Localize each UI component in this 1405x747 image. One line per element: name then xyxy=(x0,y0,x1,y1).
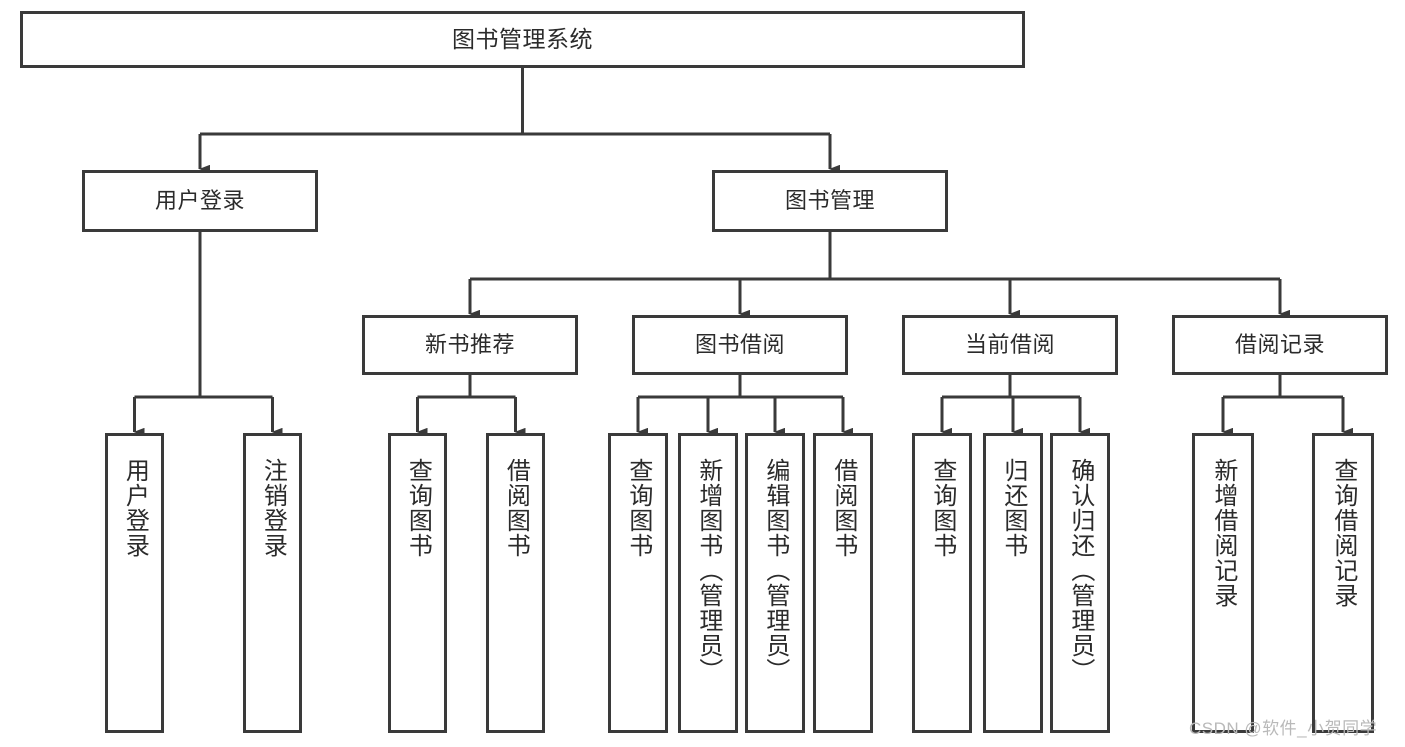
node-leaf-borrow-book-1[interactable]: 借阅图书 xyxy=(486,433,545,733)
node-label: 查询借阅记录 xyxy=(1329,458,1357,608)
node-label: 当前借阅 xyxy=(964,332,1055,358)
node-root[interactable]: 图书管理系统 xyxy=(20,11,1025,68)
node-leaf-logout[interactable]: 注销登录 xyxy=(243,433,302,733)
node-label: 编辑图书（管理员） xyxy=(761,458,789,683)
node-label: 图书借阅 xyxy=(694,332,785,358)
node-leaf-confirm-return[interactable]: 确认归还（管理员） xyxy=(1050,433,1110,733)
node-label: 借阅图书 xyxy=(829,458,857,558)
node-label: 借阅图书 xyxy=(502,458,530,558)
node-book-borrow[interactable]: 图书借阅 xyxy=(632,315,848,375)
node-label: 确认归还（管理员） xyxy=(1066,458,1094,683)
node-label: 用户登录 xyxy=(121,458,149,558)
node-leaf-query-book-3[interactable]: 查询图书 xyxy=(912,433,972,733)
node-leaf-query-record[interactable]: 查询借阅记录 xyxy=(1312,433,1374,733)
node-leaf-borrow-book-2[interactable]: 借阅图书 xyxy=(813,433,873,733)
node-leaf-return-book[interactable]: 归还图书 xyxy=(983,433,1043,733)
node-label: 新书推荐 xyxy=(424,332,515,358)
node-label: 图书管理系统 xyxy=(452,25,593,52)
node-label: 注销登录 xyxy=(259,458,287,558)
node-leaf-user-login[interactable]: 用户登录 xyxy=(105,433,164,733)
node-label: 新增图书（管理员） xyxy=(694,458,722,683)
node-label: 归还图书 xyxy=(999,458,1027,558)
node-label: 用户登录 xyxy=(154,188,245,214)
node-book-manage[interactable]: 图书管理 xyxy=(712,170,948,232)
node-leaf-add-record[interactable]: 新增借阅记录 xyxy=(1192,433,1254,733)
node-borrow-record[interactable]: 借阅记录 xyxy=(1172,315,1388,375)
node-current-borrow[interactable]: 当前借阅 xyxy=(902,315,1118,375)
node-leaf-query-book-1[interactable]: 查询图书 xyxy=(388,433,447,733)
node-label: 查询图书 xyxy=(404,458,432,558)
node-leaf-add-book[interactable]: 新增图书（管理员） xyxy=(678,433,738,733)
watermark: CSDN @软件_小贺同学 xyxy=(1189,719,1378,738)
node-user-login[interactable]: 用户登录 xyxy=(82,170,318,232)
node-leaf-edit-book[interactable]: 编辑图书（管理员） xyxy=(745,433,805,733)
node-label: 图书管理 xyxy=(784,188,875,214)
node-leaf-query-book-2[interactable]: 查询图书 xyxy=(608,433,668,733)
node-label: 新增借阅记录 xyxy=(1209,458,1237,608)
node-label: 查询图书 xyxy=(624,458,652,558)
node-label: 借阅记录 xyxy=(1234,332,1325,358)
node-new-book-recommend[interactable]: 新书推荐 xyxy=(362,315,578,375)
node-label: 查询图书 xyxy=(928,458,956,558)
